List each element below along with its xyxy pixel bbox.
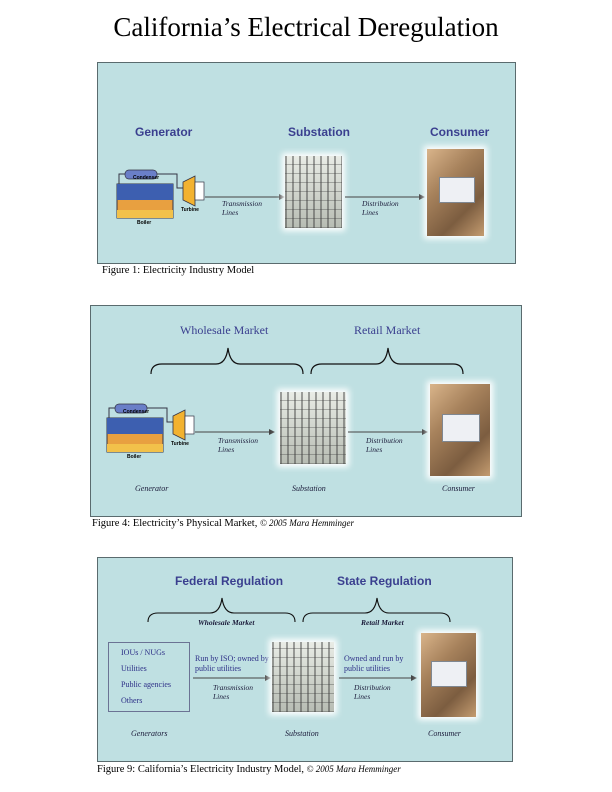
- generator-type-2: Public agencies: [121, 680, 171, 689]
- generator-type-3: Others: [121, 696, 143, 705]
- boiler-label: Boiler: [127, 454, 142, 460]
- fig9-substation-image: [272, 642, 334, 712]
- fig9-copyright: © 2005 Mara Hemminger: [306, 764, 401, 774]
- condenser-label: Condenser: [133, 175, 160, 181]
- fig4-transmission-arrow: [195, 429, 275, 435]
- fig1-header-generator: Generator: [135, 125, 193, 139]
- boiler-turbine-icon: [116, 169, 205, 219]
- fig4-distribution-arrow: [348, 429, 428, 435]
- fig9-state-brace: [302, 597, 451, 623]
- fig4-bottom-generator: Generator: [135, 484, 169, 493]
- fig9-generators-box: IOUs / NUGs Utilities Public agencies Ot…: [108, 642, 190, 712]
- fig9-caption-text: Figure 9: California’s Electricity Indus…: [97, 764, 305, 775]
- fig9-header-federal: Federal Regulation: [175, 574, 284, 588]
- fig9-consumer-image: [421, 633, 476, 717]
- fig1-consumer-image: [427, 149, 484, 236]
- fig9-subheader-retail: Retail Market: [361, 618, 404, 627]
- fig4-consumer-image: [430, 384, 490, 476]
- fig1-boiler-diagram: Condenser Turbine Boiler: [115, 166, 210, 226]
- fig9-header-state: State Regulation: [337, 574, 432, 588]
- fig4-header-wholesale: Wholesale Market: [180, 323, 269, 337]
- fig4-bottom-substation: Substation: [292, 484, 326, 493]
- fig9-subheader-wholesale: Wholesale Market: [198, 618, 255, 627]
- fig9-public-note: Owned and run by public utilities: [344, 654, 404, 673]
- fig1-distribution-label: Distribution Lines: [362, 199, 399, 217]
- fig9-distribution-label: Distribution Lines: [354, 683, 391, 701]
- fig9-bottom-substation: Substation: [285, 729, 319, 738]
- condenser-label: Condenser: [123, 409, 150, 415]
- fig4-bottom-consumer: Consumer: [442, 484, 475, 493]
- fig4-caption: Figure 4: Electricity’s Physical Market,…: [92, 518, 354, 529]
- fig4-caption-text: Figure 4: Electricity’s Physical Market,: [92, 518, 258, 529]
- turbine-label: Turbine: [181, 207, 199, 213]
- fig4-transmission-label: Transmission Lines: [218, 436, 259, 454]
- fig1-caption: Figure 1: Electricity Industry Model: [102, 265, 255, 276]
- fig1-header-consumer: Consumer: [430, 125, 490, 139]
- fig4-copyright: © 2005 Mara Hemminger: [259, 518, 355, 528]
- generator-type-1: Utilities: [121, 664, 147, 673]
- fig1-header-substation: Substation: [288, 125, 350, 139]
- boiler-turbine-icon: [106, 403, 195, 453]
- fig4-retail-brace: [310, 347, 464, 375]
- fig4-substation-image: [280, 392, 346, 464]
- fig9-caption: Figure 9: California’s Electricity Indus…: [97, 764, 401, 775]
- fig9-federal-brace: [147, 597, 296, 623]
- boiler-label: Boiler: [137, 220, 152, 226]
- fig9-transmission-label: Transmission Lines: [213, 683, 254, 701]
- fig4-distribution-label: Distribution Lines: [366, 436, 403, 454]
- fig9-iso-note: Run by ISO; owned by public utilities: [195, 654, 269, 673]
- generator-type-0: IOUs / NUGs: [121, 648, 165, 657]
- fig1-substation-image: [285, 156, 342, 228]
- fig9-bottom-consumer: Consumer: [428, 729, 461, 738]
- fig4-wholesale-brace: [150, 347, 304, 375]
- fig9-distribution-arrow: [339, 675, 417, 681]
- fig1-transmission-label: Transmission Lines: [222, 199, 263, 217]
- fig1-distribution-arrow: [345, 194, 425, 200]
- fig9-transmission-arrow: [193, 675, 271, 681]
- turbine-label: Turbine: [171, 441, 189, 447]
- fig4-boiler-diagram: Condenser Turbine Boiler: [105, 400, 200, 460]
- fig1-transmission-arrow: [205, 194, 285, 200]
- fig9-bottom-generators: Generators: [131, 729, 168, 738]
- fig4-header-retail: Retail Market: [354, 323, 421, 337]
- page-title: California’s Electrical Deregulation: [113, 12, 499, 42]
